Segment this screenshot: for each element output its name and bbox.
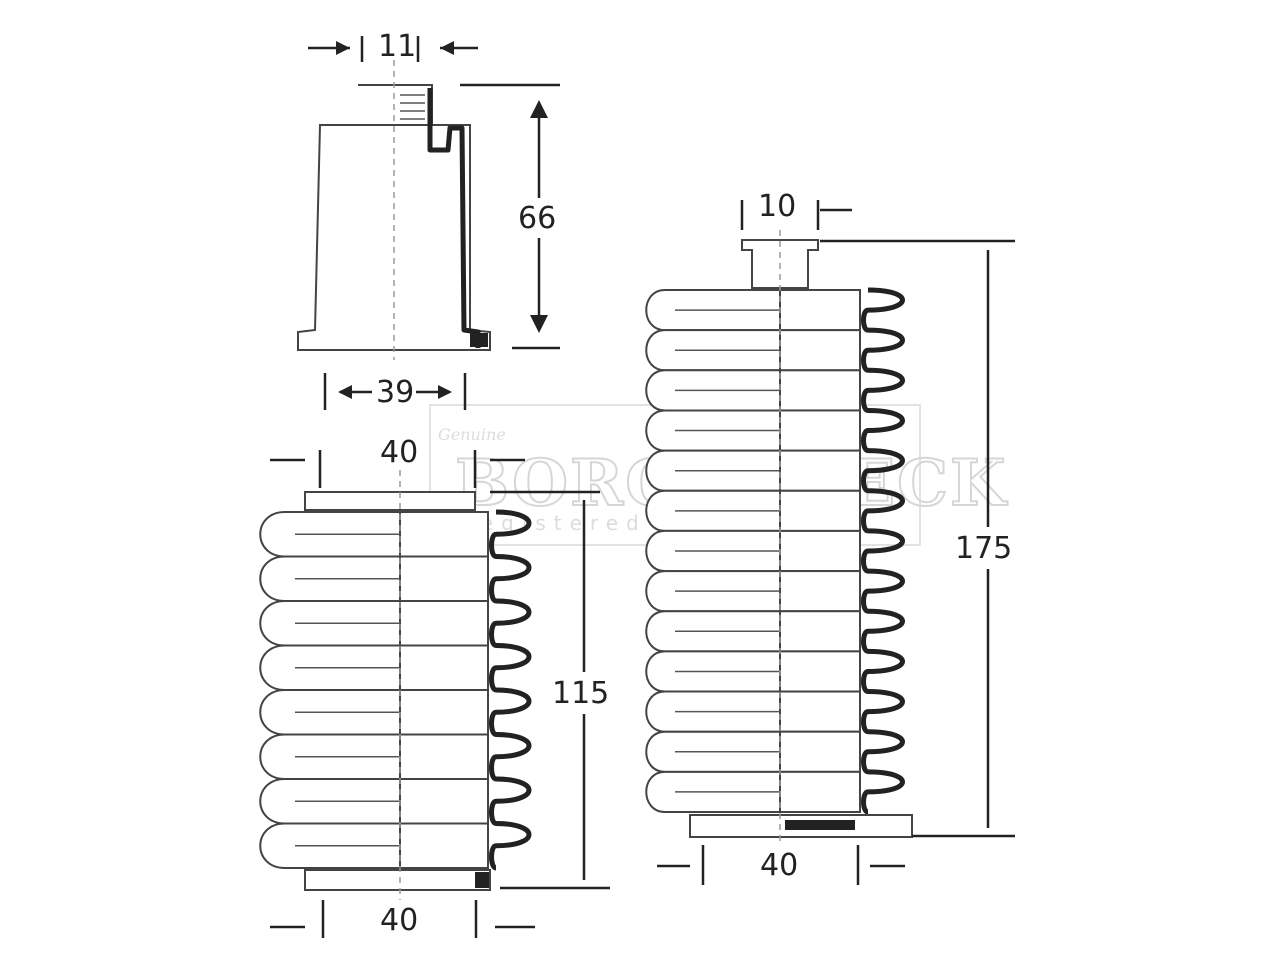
bellows-a-top-collar xyxy=(304,491,476,511)
bellows-fold-right xyxy=(779,650,861,693)
bellows-a-folds xyxy=(259,511,489,869)
watermark-script: Genuine xyxy=(438,425,506,444)
dim-39-arrowhead-left xyxy=(338,385,352,399)
bellows-fold-right xyxy=(779,489,861,532)
dim-11-arrowhead-right xyxy=(440,41,454,55)
dim-11-arrowhead-left xyxy=(336,41,350,55)
bellows-b-clamp xyxy=(785,820,855,830)
dim-175-label-bg xyxy=(952,527,1024,569)
bellows-fold-right xyxy=(779,289,861,332)
bellows-fold-right xyxy=(399,511,489,558)
bellows-fold-right xyxy=(779,770,861,813)
bellows-fold-right xyxy=(779,730,861,773)
bellows-fold-right xyxy=(399,733,489,780)
bellows-fold-right xyxy=(399,689,489,736)
bellows-fold-right xyxy=(779,369,861,412)
bellows-fold-right xyxy=(779,329,861,372)
small-boot-wall xyxy=(427,88,481,348)
dim-39-label: 39 xyxy=(376,375,414,410)
bellows-fold-right xyxy=(779,570,861,613)
bellows-fold-right xyxy=(399,600,489,647)
dim-a-top-label: 40 xyxy=(380,435,418,470)
dim-66-arrowhead-bottom xyxy=(530,315,548,333)
dim-66-arrowhead-top xyxy=(530,100,548,118)
bellows-fold-right xyxy=(399,822,489,869)
bellows-fold-right xyxy=(779,690,861,733)
bellows-fold-right xyxy=(779,449,861,492)
bellows-b-drawing: 10 175 40 xyxy=(645,189,1024,885)
bellows-fold-right xyxy=(399,644,489,691)
bellows-a-wall xyxy=(489,509,532,871)
bellows-fold-right xyxy=(779,610,861,653)
small-boot-ribs xyxy=(400,94,425,120)
small-boot-clamp xyxy=(470,333,488,347)
dim-175-label: 175 xyxy=(955,531,1012,566)
bellows-b-folds xyxy=(645,289,861,813)
bellows-a-bottom-collar xyxy=(304,869,491,891)
dim-a-bottom-label: 40 xyxy=(380,903,418,938)
dim-b-bottom-label: 40 xyxy=(760,848,798,883)
dim-11-label: 11 xyxy=(378,29,416,64)
small-boot-drawing: 11 66 39 xyxy=(297,29,564,410)
bellows-b-wall xyxy=(861,287,905,815)
bellows-a-drawing: 40 115 40 xyxy=(259,435,620,938)
bellows-fold-right xyxy=(779,529,861,573)
dim-10-label: 10 xyxy=(758,189,796,224)
dim-115-label: 115 xyxy=(552,676,609,711)
dim-115-label-bg xyxy=(548,672,620,714)
bellows-fold-right xyxy=(399,555,489,602)
bellows-fold-right xyxy=(779,409,861,452)
bellows-fold-right xyxy=(399,778,489,825)
dim-66-label: 66 xyxy=(518,201,556,236)
dim-66-label-bg xyxy=(512,198,564,238)
dim-39-arrowhead-right xyxy=(438,385,452,399)
bellows-a-clamp xyxy=(475,872,489,888)
